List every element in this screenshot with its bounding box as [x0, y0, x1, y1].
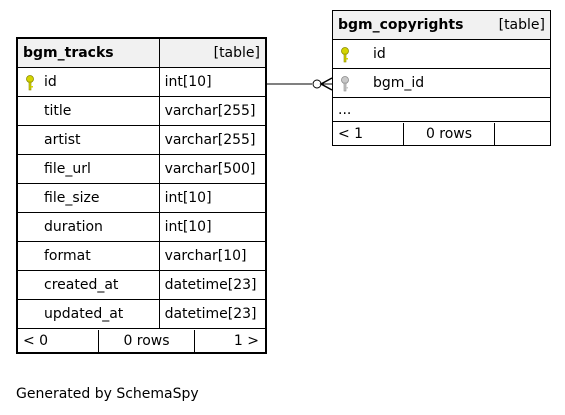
column-name: title: [17, 96, 160, 126]
column-type: int[10]: [158, 67, 267, 97]
table-bgm-tracks[interactable]: bgm_tracks [table] id int[10] title varc…: [16, 37, 267, 354]
primary-key-icon: [341, 47, 349, 63]
column-name: artist: [17, 125, 160, 155]
column-type: varchar[500]: [158, 154, 267, 184]
column-type: int[10]: [158, 212, 267, 242]
column-name: duration: [17, 212, 160, 242]
table-row[interactable]: updated_at datetime[23]: [17, 299, 267, 329]
generator-credit: Generated by SchemaSpy: [16, 386, 199, 402]
table-row[interactable]: created_at datetime[23]: [17, 270, 267, 300]
column-type: varchar[255]: [158, 96, 267, 126]
children-count[interactable]: 1 >: [233, 332, 259, 349]
crows-foot-marker: [319, 77, 333, 91]
parents-count[interactable]: < 0: [18, 329, 99, 352]
table-row[interactable]: artist varchar[255]: [17, 125, 267, 155]
table-kind: [table]: [486, 10, 552, 40]
column-name: created_at: [17, 270, 160, 300]
more-columns-indicator: ...: [332, 97, 551, 122]
column-type: varchar[10]: [158, 241, 267, 271]
table-bgm-copyrights[interactable]: bgm_copyrights [table] id bgm_id ...: [332, 10, 552, 146]
column-name: updated_at: [17, 299, 160, 329]
table-footer: < 0 0 rows 1 >: [17, 328, 266, 353]
table-row[interactable]: id int[10]: [17, 67, 267, 97]
column-name: bgm_id: [373, 75, 425, 91]
table-row[interactable]: file_size int[10]: [17, 183, 267, 213]
column-type: datetime[23]: [158, 299, 267, 329]
table-row[interactable]: duration int[10]: [17, 212, 267, 242]
row-count: 0 rows: [404, 122, 495, 145]
column-name: id: [373, 46, 386, 62]
table-row[interactable]: format varchar[10]: [17, 241, 267, 271]
column-type: datetime[23]: [158, 270, 267, 300]
row-count: 0 rows: [99, 329, 195, 352]
column-type: int[10]: [158, 183, 267, 213]
table-row[interactable]: bgm_id: [332, 68, 551, 98]
table-row[interactable]: file_url varchar[500]: [17, 154, 267, 184]
foreign-key-icon: [341, 76, 349, 92]
table-kind: [table]: [158, 38, 267, 68]
column-name: file_size: [17, 183, 160, 213]
primary-key-icon: [26, 75, 34, 91]
table-row[interactable]: title varchar[255]: [17, 96, 267, 126]
column-name: format: [17, 241, 160, 271]
column-name: file_url: [17, 154, 160, 184]
column-type: varchar[255]: [158, 125, 267, 155]
table-row[interactable]: id: [332, 39, 551, 69]
table-name[interactable]: bgm_tracks: [17, 38, 160, 68]
more-columns-row[interactable]: ...: [332, 97, 551, 122]
parents-count[interactable]: < 1: [333, 122, 404, 145]
table-footer: < 1 0 rows: [332, 121, 551, 146]
column-name: id: [44, 74, 57, 90]
table-name[interactable]: bgm_copyrights: [332, 10, 487, 40]
